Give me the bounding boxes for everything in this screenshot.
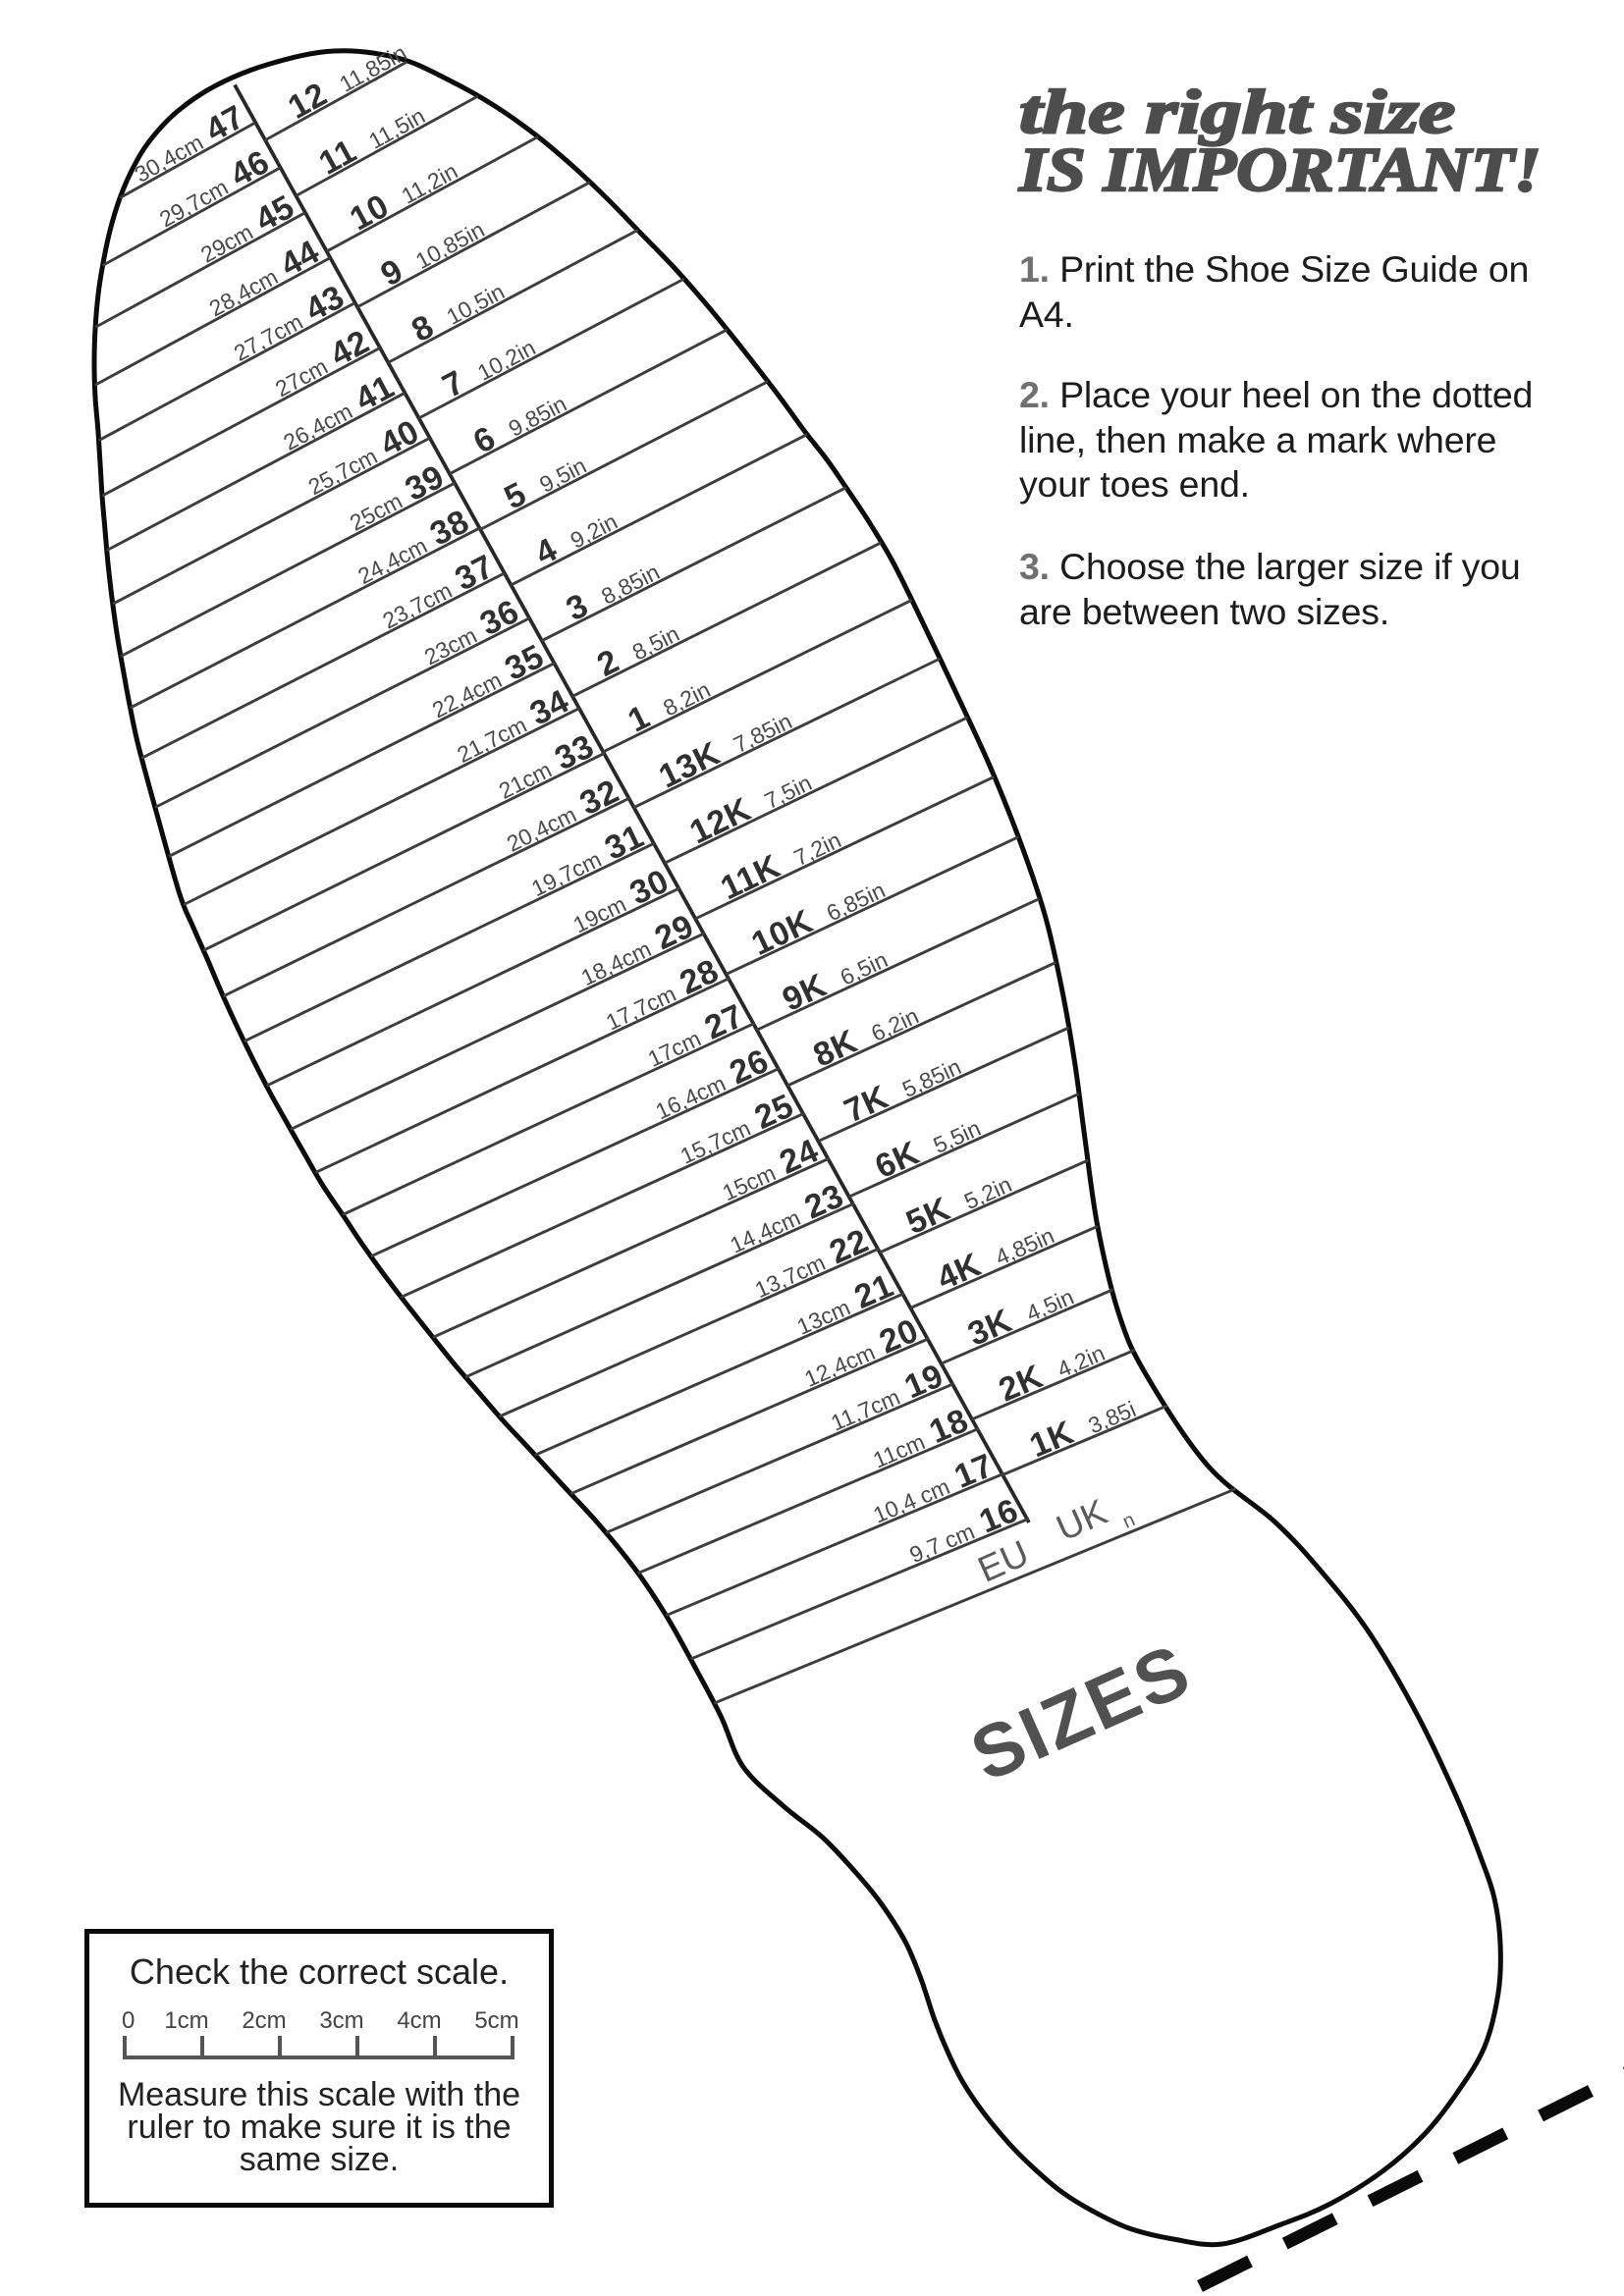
svg-text:EU: EU (972, 1532, 1035, 1589)
svg-text:28,5in: 28,5in (591, 613, 684, 684)
svg-text:8K6,2in: 8K6,2in (808, 994, 924, 1074)
svg-text:38,85in: 38,85in (561, 551, 665, 628)
svg-text:18,2in: 18,2in (623, 668, 716, 740)
svg-text:9K6,5in: 9K6,5in (777, 938, 893, 1019)
svg-text:710,2in: 710,2in (437, 327, 541, 405)
svg-text:810,5in: 810,5in (406, 271, 510, 350)
svg-text:1211,85in: 1211,85in (282, 31, 412, 126)
svg-text:49,2in: 49,2in (529, 501, 623, 572)
svg-text:69,85in: 69,85in (467, 383, 571, 461)
svg-text:5cm: 5cm (474, 2008, 518, 2034)
svg-text:SIZES: SIZES (959, 1628, 1204, 1797)
svg-text:3cm: 3cm (319, 2008, 363, 2034)
svg-text:5K5,2in: 5K5,2in (900, 1163, 1016, 1242)
svg-text:1cm: 1cm (164, 2008, 208, 2034)
svg-text:4K4,85in: 4K4,85in (932, 1214, 1059, 1298)
svg-text:4cm: 4cm (397, 2008, 441, 2034)
svg-text:1K3,85i: 1K3,85i (1024, 1388, 1140, 1466)
svg-text:6K5,5in: 6K5,5in (870, 1107, 986, 1187)
svg-text:2cm: 2cm (242, 2008, 286, 2034)
svg-text:59,5in: 59,5in (499, 445, 592, 517)
svg-text:3K4,5in: 3K4,5in (962, 1275, 1078, 1353)
svg-text:0: 0 (122, 2008, 135, 2034)
svg-text:UK: UK (1051, 1491, 1113, 1548)
svg-text:2K4,2in: 2K4,2in (994, 1332, 1110, 1410)
svg-text:n: n (1119, 1509, 1138, 1533)
